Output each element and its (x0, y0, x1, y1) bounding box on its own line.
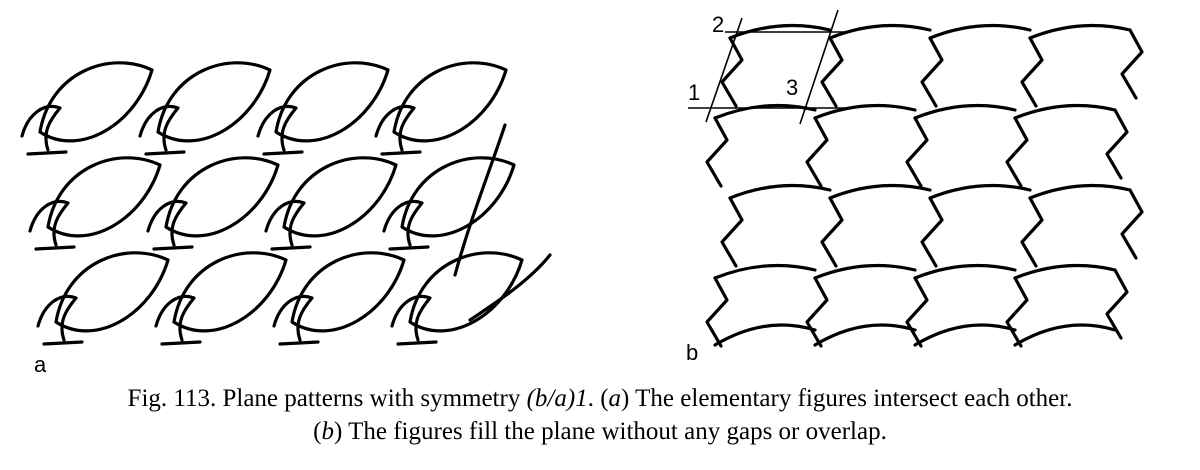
tile-side-edge (1020, 196, 1044, 268)
leaf-hook (382, 199, 424, 247)
tile-side-edge (1120, 188, 1144, 260)
tile-bottom-edge (1013, 323, 1117, 347)
tile-top-edge (1013, 103, 1117, 120)
leaf-tail (160, 340, 202, 346)
tile-side-edge (705, 116, 729, 188)
construction-line (799, 9, 839, 125)
leaf-figure (156, 61, 272, 143)
leaf-tail (278, 340, 320, 346)
leaf-tail (26, 150, 68, 156)
tile-side-edge (720, 196, 744, 268)
leaf-hook (264, 199, 306, 247)
point-label-1: 1 (688, 80, 700, 105)
leaf-tail (42, 340, 84, 346)
leaf-hook (154, 294, 196, 342)
tile-top-edge (728, 183, 832, 200)
construction-line (705, 17, 743, 123)
leaf-hook (28, 199, 70, 247)
leaf-figure (400, 156, 516, 238)
tile-side-edge (1005, 276, 1029, 348)
leaf-figure (46, 156, 162, 238)
caption-sep: . ( (587, 385, 609, 412)
tile-top-edge (713, 263, 817, 280)
leaf-hook (138, 104, 180, 152)
leaf-hook (146, 199, 188, 247)
leaf-hook (272, 294, 314, 342)
figure-caption: Fig. 113. Plane patterns with symmetry (… (0, 382, 1200, 448)
point-label-2: 2 (712, 12, 724, 37)
panel-a-label: a (34, 352, 47, 377)
caption-line-1: Fig. 113. Plane patterns with symmetry (… (0, 382, 1200, 415)
leaf-tail (144, 150, 186, 156)
leaf-figure (164, 156, 280, 238)
leaf-figure (408, 251, 524, 333)
tile-top-edge (1028, 183, 1132, 200)
tile-side-edge (820, 36, 844, 108)
leaf-figure (274, 61, 390, 143)
tile-top-edge (913, 263, 1017, 280)
tile-side-edge (720, 36, 744, 108)
tile-side-edge (920, 36, 944, 108)
tile-side-edge (905, 116, 929, 188)
tile-top-edge (813, 263, 917, 280)
leaf-figure (38, 61, 154, 143)
tile-side-edge (805, 116, 829, 188)
tile-top-edge (928, 183, 1032, 200)
tile-side-edge (805, 276, 829, 348)
panel-b-tiling-pattern (688, 9, 1144, 348)
tile-bottom-edge (713, 323, 817, 347)
tile-side-edge (1105, 268, 1129, 340)
leaf-tail (396, 340, 438, 346)
leaf-hook (390, 294, 432, 342)
leaf-tail (262, 150, 304, 156)
tile-side-edge (1005, 116, 1029, 188)
leaf-hook (36, 294, 78, 342)
tile-side-edge (1020, 36, 1044, 108)
caption-part-a-marker: a (608, 385, 622, 412)
caption-prefix: Fig. 113. Plane patterns with symmetry (127, 385, 527, 412)
tile-top-edge (828, 23, 932, 40)
caption-part-a-text: ) The elementary figures intersect each … (621, 385, 1073, 412)
leaf-hook (256, 104, 298, 152)
leaf-tail (380, 150, 422, 156)
leaf-figure (282, 156, 398, 238)
caption-open-paren: ( (313, 418, 322, 445)
tile-top-edge (928, 23, 1032, 40)
panel-a-intersecting-pattern (20, 61, 552, 346)
caption-symmetry: (b/a)1 (526, 385, 588, 412)
leaf-tail (270, 245, 312, 251)
caption-line-2: (b) The figures fill the plane without a… (0, 415, 1200, 448)
point-label-3: 3 (786, 75, 798, 100)
leaf-tail (388, 245, 430, 251)
leaf-tail (34, 245, 76, 251)
tile-bottom-edge (913, 323, 1017, 347)
tile-top-edge (813, 103, 917, 120)
tile-side-edge (1120, 28, 1144, 100)
tile-side-edge (1105, 108, 1129, 180)
leaf-figure (392, 61, 508, 143)
leaf-edge-arc (453, 123, 507, 277)
panel-b-label: b (686, 340, 698, 365)
tile-side-edge (820, 196, 844, 268)
caption-part-b-text: ) The figures fill the plane without any… (333, 418, 887, 445)
tile-top-edge (728, 23, 832, 40)
tile-top-edge (828, 183, 932, 200)
tile-top-edge (913, 103, 1017, 120)
tile-side-edge (920, 196, 944, 268)
tile-top-edge (1013, 263, 1117, 280)
tile-top-edge (1028, 23, 1132, 40)
leaf-figure (54, 251, 170, 333)
leaf-figure (290, 251, 406, 333)
leaf-tail (152, 245, 194, 251)
tile-side-edge (905, 276, 929, 348)
leaf-edge-arc (468, 253, 552, 322)
leaf-hook (20, 104, 62, 152)
leaf-hook (374, 104, 416, 152)
tile-side-edge (705, 276, 729, 348)
tile-bottom-edge (813, 323, 917, 347)
leaf-figure (172, 251, 288, 333)
caption-part-b-marker: b (321, 418, 334, 445)
